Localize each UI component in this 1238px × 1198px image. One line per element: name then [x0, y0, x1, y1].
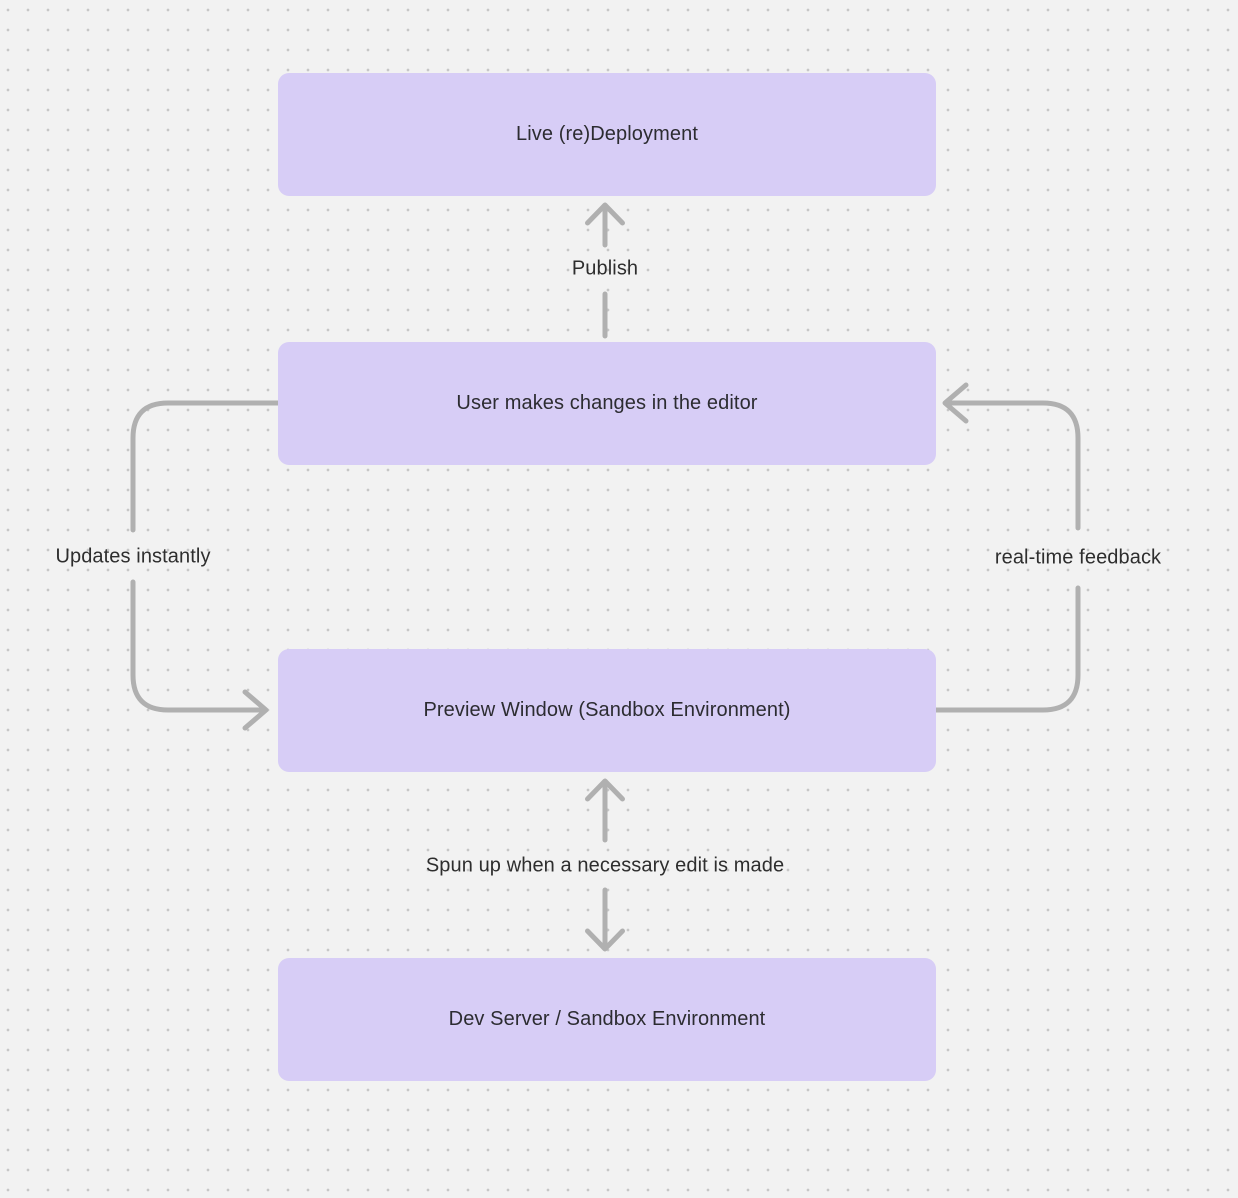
node-user-editor: User makes changes in the editor: [278, 342, 936, 465]
spunup-arrowhead-down-icon: [585, 928, 625, 952]
edge-label-real-time-feedback: real-time feedback: [994, 546, 1162, 569]
node-live-deployment-label: Live (re)Deployment: [516, 123, 698, 145]
feedback-arrowhead-left-icon: [942, 382, 969, 424]
node-preview-window: Preview Window (Sandbox Environment): [278, 649, 936, 772]
node-live-deployment: Live (re)Deployment: [278, 73, 936, 196]
edge-label-publish: Publish: [571, 257, 639, 280]
updates-arrowhead-right-icon: [242, 689, 269, 731]
updates-arrow-lower-line: [130, 579, 265, 713]
feedback-arrow-lower-line: [933, 585, 1081, 713]
feedback-arrow-upper-line: [945, 400, 1081, 531]
node-dev-server: Dev Server / Sandbox Environment: [278, 958, 936, 1081]
publish-arrowhead-up-icon: [585, 202, 625, 226]
node-preview-window-label: Preview Window (Sandbox Environment): [423, 699, 791, 721]
edge-label-spun-up: Spun up when a necessary edit is made: [425, 854, 785, 877]
edge-label-updates-instantly: Updates instantly: [55, 545, 211, 568]
node-user-editor-label: User makes changes in the editor: [456, 392, 758, 414]
updates-arrow-upper-line: [130, 400, 281, 533]
spunup-arrowhead-up-icon: [585, 778, 625, 802]
node-dev-server-label: Dev Server / Sandbox Environment: [448, 1008, 766, 1030]
